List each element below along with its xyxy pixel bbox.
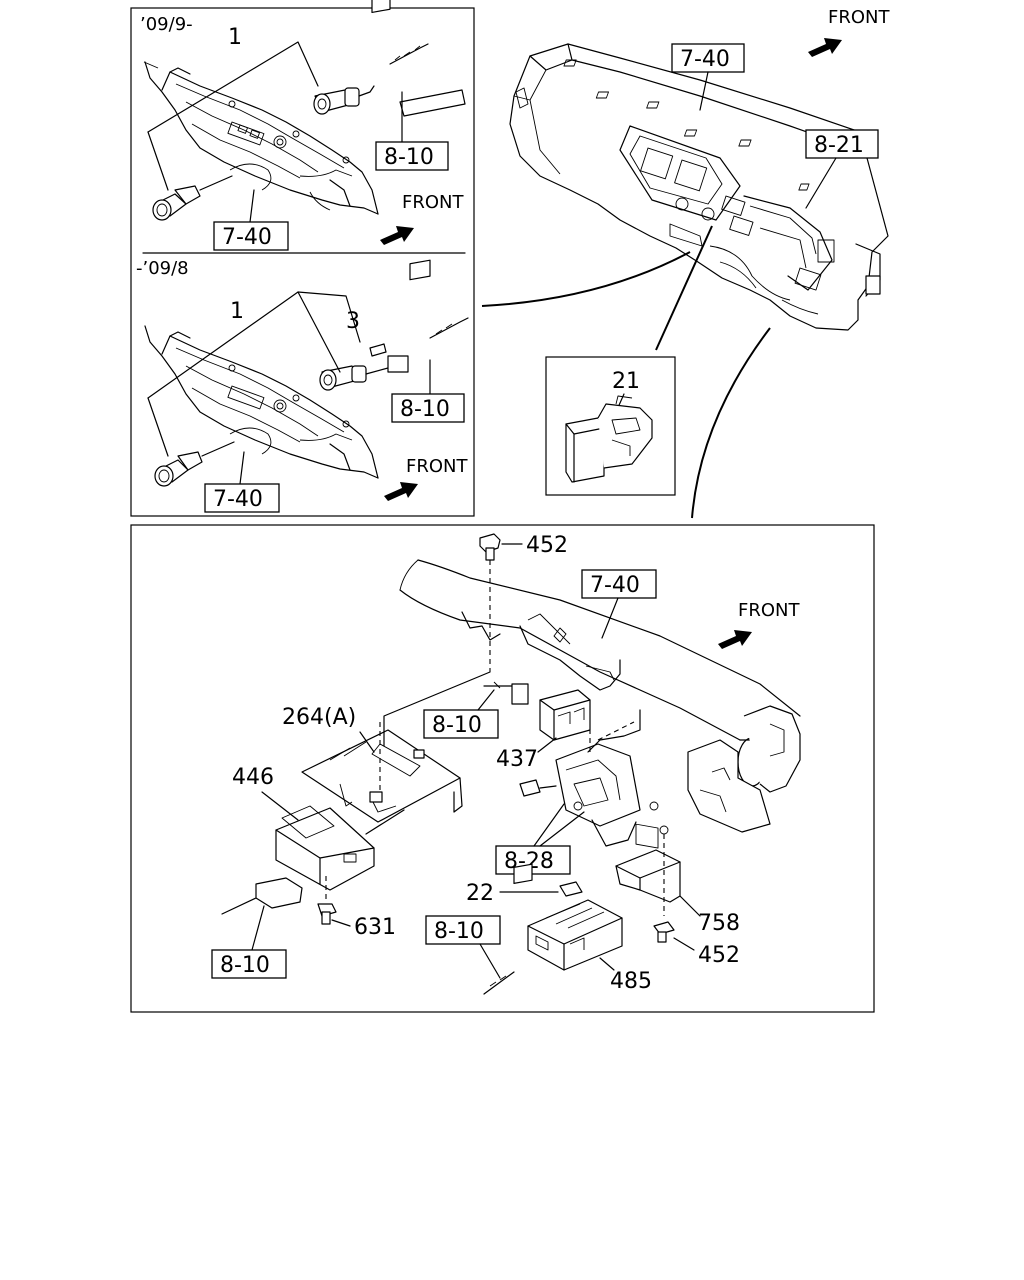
- part-485: 485: [610, 969, 652, 994]
- ref-7-40-old[interactable]: 7-40: [213, 487, 263, 512]
- front-arrow-new: [380, 226, 414, 245]
- connector-mid: [483, 681, 529, 705]
- switch-part-21: [565, 395, 653, 483]
- unit-485: [527, 899, 623, 971]
- screw-631: [317, 903, 351, 927]
- ref-box-7-40-new[interactable]: [213, 221, 289, 251]
- lower-trim-panel-old: [144, 325, 379, 479]
- cigar-lighter-socket-old: [319, 343, 409, 391]
- callout-swoop-inset: [655, 225, 713, 351]
- part-452-top: 452: [526, 533, 568, 558]
- part-452-bottom: 452: [698, 943, 740, 968]
- connector-bottom: [483, 863, 533, 995]
- lower-trim-panel-new: [143, 61, 379, 215]
- top-left-frame: [130, 7, 475, 517]
- ref-box-harness-8-21[interactable]: [805, 129, 879, 159]
- ref-box-bracket-8-28[interactable]: [495, 845, 571, 875]
- ref-box-crossmember-7-40[interactable]: [581, 569, 657, 599]
- relay-437: [539, 689, 591, 741]
- ref-box-harness-mid-8-10[interactable]: [423, 709, 499, 739]
- callout-swoop-bottom: [691, 327, 771, 519]
- ref-8-10-new[interactable]: 8-10: [384, 145, 434, 170]
- part-3-label-old: 3: [346, 309, 360, 334]
- variant-new-label: ’09/9-: [140, 14, 193, 35]
- variant-old-label: -’09/8: [136, 258, 189, 279]
- dashboard-overview: FRONT: [481, 7, 890, 519]
- cigar-lighter-socket-new: [313, 85, 375, 115]
- ref-box-harness-bottom-8-10[interactable]: [425, 915, 501, 945]
- ref-harness-left-8-10[interactable]: 8-10: [220, 953, 270, 978]
- front-arrow-bottom: [718, 630, 752, 649]
- part-264a: 264(A): [282, 705, 356, 730]
- part-22: 22: [466, 881, 494, 906]
- ref-8-10-old[interactable]: 8-10: [400, 397, 450, 422]
- part-1-label-old: 1: [230, 299, 244, 324]
- callout-swoop-left: [481, 251, 691, 307]
- part-631: 631: [354, 915, 396, 940]
- ref-7-40-new[interactable]: 7-40: [222, 225, 272, 250]
- ref-crossmember-7-40[interactable]: 7-40: [590, 573, 640, 598]
- inset-frame: [545, 356, 676, 496]
- bolt-452-bottom: [653, 921, 695, 951]
- leader-452-bracket: [383, 671, 491, 747]
- part-1-label-new: 1: [228, 25, 242, 50]
- bottom-panel: FRONT 452 7-40: [130, 524, 875, 1013]
- ref-box-8-10-old[interactable]: [391, 393, 465, 423]
- ref-harness-mid-8-10[interactable]: 8-10: [432, 713, 482, 738]
- front-arrow-old: [384, 482, 418, 501]
- top-left-panel: ’09/9- -’09/8: [130, 0, 475, 517]
- cigar-lighter-plug-new: [152, 175, 233, 221]
- ref-harness-8-21[interactable]: 8-21: [814, 133, 864, 158]
- part-437: 437: [496, 747, 538, 772]
- ref-box-8-10-new[interactable]: [375, 141, 449, 171]
- bracket-264a: [301, 720, 463, 823]
- part-21-label: 21: [612, 369, 640, 394]
- crossmember-beam: [399, 559, 801, 849]
- front-label-old: FRONT: [406, 456, 468, 477]
- bracket-assembly: [519, 709, 669, 847]
- connector-new: [371, 0, 466, 117]
- front-label-dashboard: FRONT: [828, 7, 890, 28]
- part-446: 446: [232, 765, 274, 790]
- front-label-bottom: FRONT: [738, 600, 800, 621]
- connector-old: [409, 259, 469, 339]
- leaders-new: [147, 41, 403, 223]
- part-758: 758: [698, 911, 740, 936]
- bottom-frame: [130, 524, 875, 1013]
- leaders-old: [147, 291, 431, 485]
- tag-22: [559, 881, 583, 897]
- front-label-new: FRONT: [402, 192, 464, 213]
- ref-box-harness-left-8-10[interactable]: [211, 949, 287, 979]
- connector-left: [221, 877, 303, 951]
- ref-harness-bottom-8-10[interactable]: 8-10: [434, 919, 484, 944]
- ref-dashboard-7-40[interactable]: 7-40: [680, 47, 730, 72]
- module-446: [275, 805, 375, 900]
- bolt-452-top: [479, 533, 523, 672]
- ref-box-7-40-old[interactable]: [204, 483, 280, 513]
- front-arrow-dashboard: [808, 38, 842, 57]
- bracket-758: [615, 834, 681, 916]
- cigar-lighter-plug-old: [154, 441, 235, 487]
- leader-446-bracket: [365, 809, 405, 835]
